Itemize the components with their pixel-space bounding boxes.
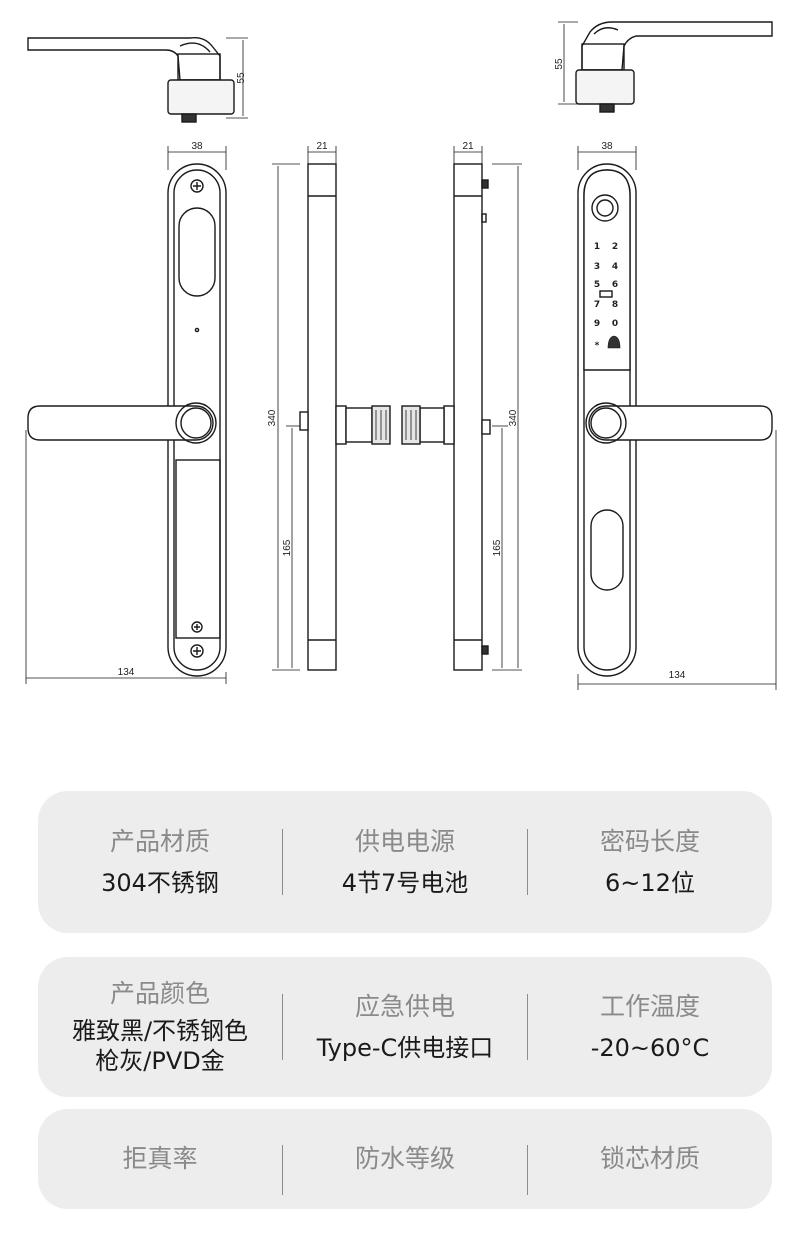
dim-handle-center-right: 165 (492, 539, 503, 556)
spec-card-1: 产品材质 304不锈钢 供电电源 4节7号电池 密码长度 6~12位 (38, 791, 772, 933)
spec-emergency-power: 应急供电 Type-C供电接口 (283, 957, 527, 1097)
spec-label: 锁芯材质 (599, 1144, 700, 1173)
spec-waterproof: 防水等级 (283, 1109, 527, 1243)
divider (527, 1145, 528, 1195)
spec-value: 6~12位 (605, 868, 695, 897)
dim-handle-height-left: 55 (236, 72, 247, 84)
keypad-key-4: 4 (612, 262, 618, 272)
divider (527, 994, 528, 1060)
dim-thickness-left: 21 (316, 141, 328, 152)
spec-value-line-2: 枪灰/PVD金 (95, 1046, 225, 1075)
spec-label: 供电电源 (354, 827, 455, 857)
keypad-key-9: 9 (594, 319, 600, 329)
spec-color: 产品颜色 雅致黑/不锈钢色 枪灰/PVD金 (38, 957, 282, 1097)
spec-value-line-1: 雅致黑/不锈钢色 (71, 1016, 249, 1045)
spec-value: 304不锈钢 (101, 868, 219, 897)
keypad-key-5: 5 (594, 280, 600, 290)
inner-panel-front-view (25, 146, 227, 684)
divider (282, 994, 283, 1060)
dim-panel-width-left: 38 (191, 141, 203, 152)
dim-overall-width-right: 134 (669, 670, 686, 681)
dim-panel-width-right: 38 (601, 141, 613, 152)
handle-side-view-right (558, 21, 773, 113)
spec-power: 供电电源 4节7号电池 (283, 791, 527, 933)
spec-password-length: 密码长度 6~12位 (528, 791, 772, 933)
keypad-key-7: 7 (594, 300, 600, 310)
side-view-right (401, 146, 522, 671)
spec-label: 产品颜色 (109, 979, 210, 1009)
spec-lock-core-material: 锁芯材质 (528, 1109, 772, 1243)
spec-value: -20~60°C (590, 1033, 710, 1062)
spec-false-rejection: 拒真率 (38, 1109, 282, 1243)
spec-label: 工作温度 (599, 992, 700, 1022)
spec-value: Type-C供电接口 (316, 1033, 494, 1062)
keypad-key-star: * (595, 341, 600, 351)
spec-material: 产品材质 304不锈钢 (38, 791, 282, 933)
spec-card-2: 产品颜色 雅致黑/不锈钢色 枪灰/PVD金 应急供电 Type-C供电接口 工作… (38, 957, 772, 1097)
keypad-key-0: 0 (612, 319, 618, 329)
spec-value: 雅致黑/不锈钢色 枪灰/PVD金 (72, 1016, 248, 1076)
keypad-key-3: 3 (594, 262, 600, 272)
dim-thickness-right: 21 (462, 141, 474, 152)
outer-panel-front-view (577, 146, 777, 690)
keypad-key-8: 8 (612, 300, 618, 310)
keypad-key-1: 1 (594, 242, 600, 252)
spec-temperature: 工作温度 -20~60°C (528, 957, 772, 1097)
spec-label: 应急供电 (354, 992, 455, 1022)
keypad-key-2: 2 (612, 242, 618, 252)
technical-drawing: 55 55 38 38 21 21 340 340 165 165 134 13… (25, 21, 777, 690)
dim-overall-width-left: 134 (118, 667, 135, 678)
spec-label: 拒真率 (122, 1144, 198, 1173)
divider (282, 1145, 283, 1195)
dim-handle-center-left: 165 (282, 539, 293, 556)
dim-total-height-left: 340 (267, 409, 278, 426)
dim-total-height-right: 340 (508, 409, 519, 426)
spec-label: 产品材质 (109, 827, 210, 857)
divider (282, 829, 283, 895)
divider (527, 829, 528, 895)
side-view-left (272, 146, 391, 671)
spec-value: 4节7号电池 (341, 868, 469, 897)
spec-card-3: 拒真率 防水等级 锁芯材质 (38, 1109, 772, 1209)
spec-label: 防水等级 (354, 1144, 455, 1173)
spec-label: 密码长度 (599, 827, 700, 857)
handle-side-view-left (27, 36, 248, 123)
dim-handle-height-right: 55 (554, 58, 565, 70)
keypad-key-6: 6 (612, 280, 618, 290)
